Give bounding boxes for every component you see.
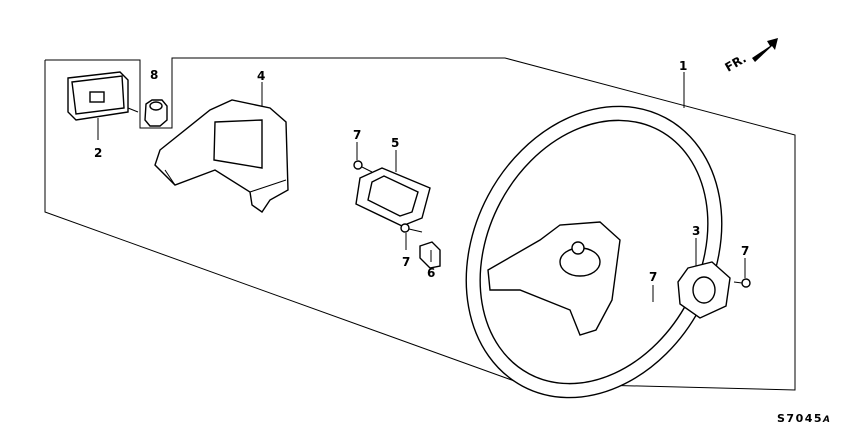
screw-d [733,278,751,288]
callout-4: 4 [257,69,265,83]
steering-wheel [465,105,723,399]
assembly-outline [44,57,796,391]
arrow-icon [752,38,778,62]
callout-7d: 7 [741,244,749,258]
horn-button [67,71,139,121]
callout-3: 3 [692,224,700,238]
callout-1: 1 [679,59,687,73]
callout-6: 6 [427,266,435,280]
callout-8: 8 [150,68,158,82]
callout-7b: 7 [402,255,410,269]
callout-7c: 7 [649,270,657,284]
screw-a [353,160,373,173]
nut [144,99,168,127]
callout-5: 5 [391,136,399,150]
front-label: FR. [723,51,749,74]
steering-pad-cover [154,99,289,213]
callout-7a: 7 [353,128,361,142]
diagram-code: S7045A [777,412,832,425]
clip [419,241,441,269]
diagram-code-suffix: A [822,415,831,425]
contact-plate [677,261,731,319]
callout-2: 2 [94,146,102,160]
bracket [355,167,431,227]
front-direction-indicator: FR. [723,38,778,75]
screw-b [400,223,423,233]
